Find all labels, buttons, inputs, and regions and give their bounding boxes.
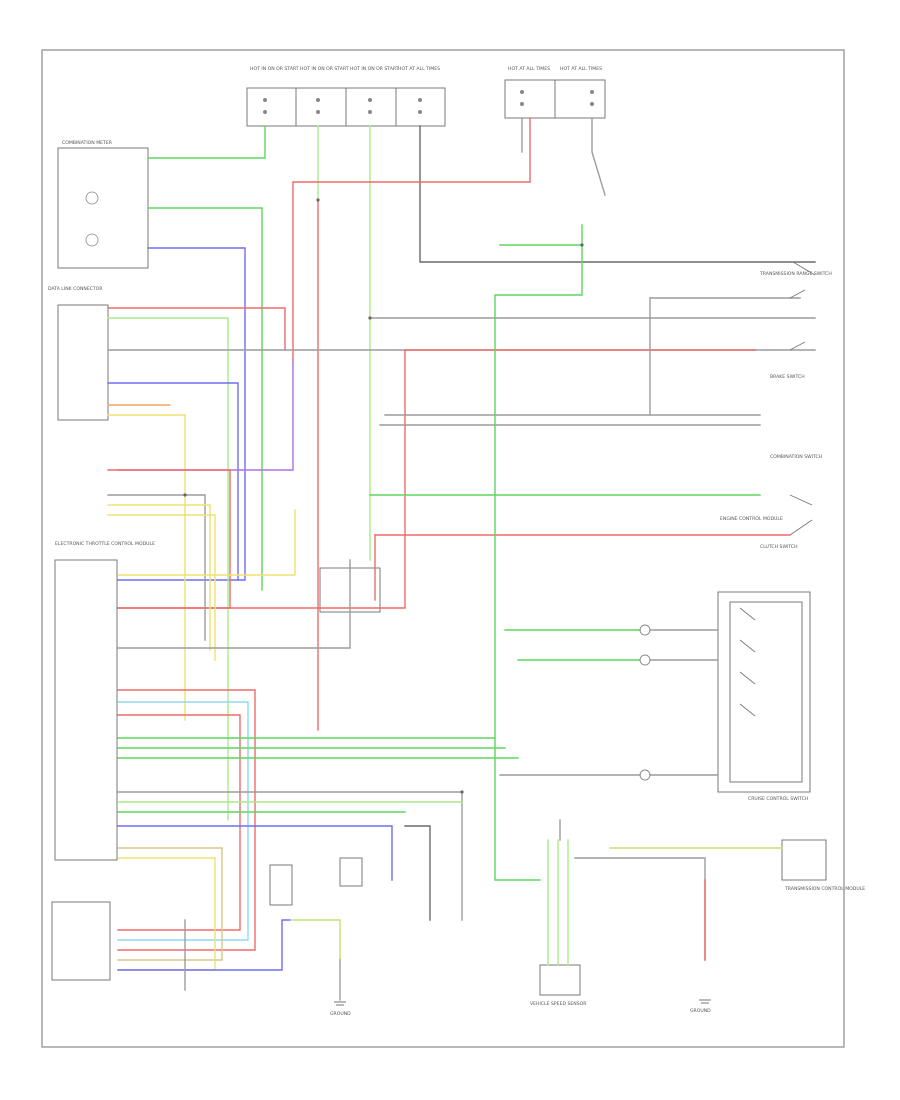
- fuse-label-6: HOT AT ALL TIMES: [560, 66, 602, 72]
- vehicle-speed-sensor: VEHICLE SPEED SENSOR: [530, 964, 587, 1007]
- fuse-icon: [520, 90, 594, 106]
- junction-connector: [269, 864, 293, 906]
- wire-blue: [117, 825, 393, 881]
- wire-blue: [117, 247, 246, 581]
- junction-connector: [339, 857, 363, 887]
- wire-tan: [117, 847, 223, 961]
- ground-label: GROUND: [690, 1008, 711, 1014]
- svg-text:CRUISE CONTROL SWITCH: CRUISE CONTROL SWITCH: [748, 796, 808, 802]
- svg-text:COMBINATION METER: COMBINATION METER: [62, 140, 113, 146]
- wiring: [107, 117, 816, 1001]
- fuse-label-5: HOT AT ALL TIMES: [508, 66, 550, 72]
- wire-red: [292, 117, 531, 361]
- wire-yellow: [107, 414, 186, 721]
- wire-green: [147, 125, 266, 159]
- cruise-set-lamp-icon: [85, 233, 99, 247]
- wire-red: [117, 714, 241, 931]
- ground-icon: [334, 999, 711, 1006]
- fuse-block-left: HOT IN ON OR START HOT IN ON OR START HO…: [246, 66, 446, 127]
- transmission-range-switch-label: TRANSMISSION RANGE SWITCH: [759, 271, 832, 277]
- wire-darkgray: [419, 125, 816, 263]
- fuse-label-1: HOT IN ON OR START: [250, 66, 299, 72]
- throttle-actuator: [51, 901, 111, 981]
- switch-contacts: [739, 261, 816, 717]
- wire-red: [107, 469, 231, 609]
- right-side-labels: TRANSMISSION RANGE SWITCH BRAKE SWITCH C…: [720, 271, 832, 550]
- wire-gray: [117, 791, 463, 921]
- wire-red: [107, 307, 286, 351]
- wire-green: [147, 207, 263, 591]
- wire-gray: [107, 494, 206, 641]
- wire-green: [494, 244, 583, 881]
- transmission-control-module: TRANSMISSION CONTROL MODULE: [781, 839, 865, 892]
- fuse-label-4: HOT AT ALL TIMES: [398, 66, 440, 72]
- fuse-label-2: HOT IN ON OR START: [300, 66, 349, 72]
- fuse-label-3: HOT IN ON OR START: [350, 66, 399, 72]
- ground-label: GROUND: [330, 1011, 351, 1017]
- cruise-indicator-lamp-icon: [85, 191, 99, 205]
- svg-text:TRANSMISSION CONTROL MODULE: TRANSMISSION CONTROL MODULE: [784, 886, 865, 892]
- cruise-control-switch: CRUISE CONTROL SWITCH: [717, 591, 811, 802]
- svg-text:DATA LINK CONNECTOR: DATA LINK CONNECTOR: [48, 286, 103, 292]
- wire-gray: [574, 857, 706, 961]
- wire-darkgray: [404, 825, 431, 921]
- wire-yellowgreen: [291, 919, 341, 961]
- wire-lightblue: [117, 701, 249, 941]
- wire-gray: [117, 559, 351, 649]
- engine-control-module-label: ENGINE CONTROL MODULE: [720, 516, 783, 522]
- fuse-block-right: HOT AT ALL TIMES HOT AT ALL TIMES: [504, 66, 606, 119]
- wire-yellow: [117, 509, 296, 576]
- wire-yellow: [117, 857, 216, 971]
- svg-text:VEHICLE SPEED SENSOR: VEHICLE SPEED SENSOR: [530, 1001, 587, 1007]
- splice-point: [183, 198, 584, 794]
- wire-blue: [117, 919, 291, 971]
- wire-yellow: [107, 504, 211, 651]
- fuse-icon: [263, 98, 422, 114]
- wire-yellow: [107, 514, 216, 661]
- wire-red: [117, 349, 406, 609]
- clutch-switch-label: CLUTCH SWITCH: [760, 544, 798, 550]
- wire-green: [499, 224, 583, 246]
- svg-text:ELECTRONIC THROTTLE CONTROL MO: ELECTRONIC THROTTLE CONTROL MODULE: [55, 541, 155, 547]
- wire-gray: [591, 117, 606, 196]
- wire-red: [117, 689, 256, 951]
- data-link-connector: DATA LINK CONNECTOR: [48, 286, 109, 421]
- connector-icon: [639, 624, 651, 781]
- wire-lightgreen: [107, 317, 229, 821]
- diagram-frame: [41, 49, 845, 1048]
- combination-meter: COMBINATION METER: [57, 140, 149, 269]
- electronic-throttle-control-module: ELECTRONIC THROTTLE CONTROL MODULE: [54, 541, 155, 861]
- brake-switch-label: BRAKE SWITCH: [770, 374, 805, 380]
- combination-switch-label: COMBINATION SWITCH: [770, 454, 822, 460]
- wire-blue: [107, 382, 239, 581]
